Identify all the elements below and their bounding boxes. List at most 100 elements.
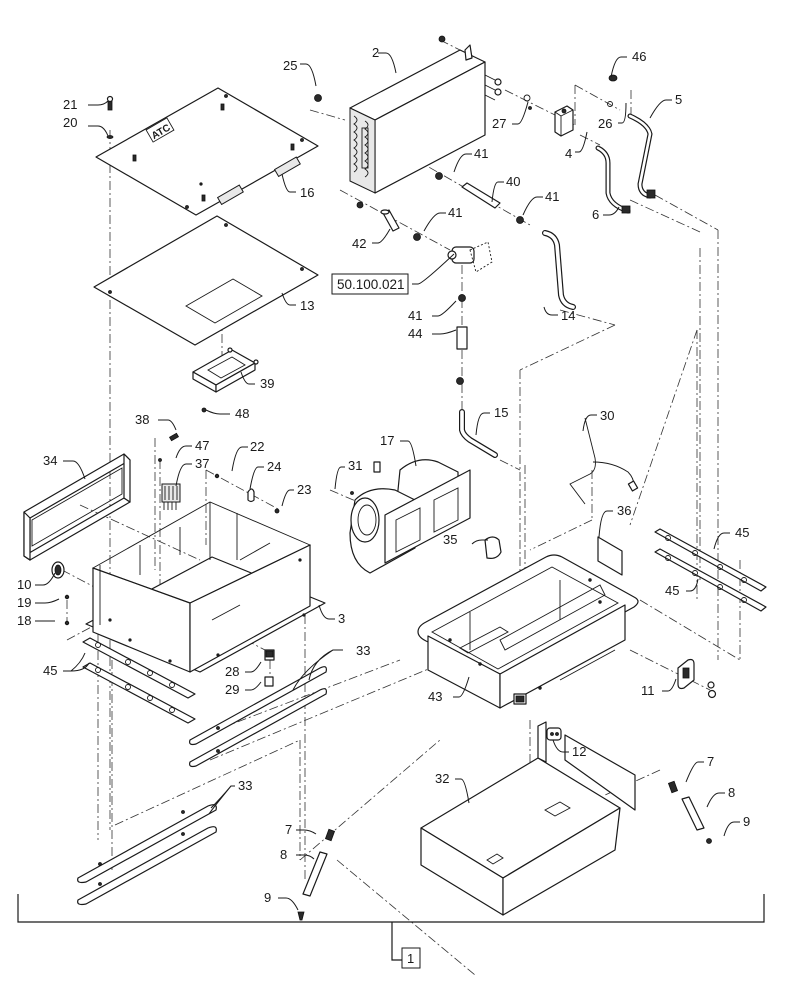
part-30-sensor-harness[interactable] — [569, 417, 639, 505]
callout-9b: 9 — [743, 814, 750, 829]
part-41-clamp-e[interactable] — [456, 377, 464, 385]
callout-9a: 9 — [264, 890, 271, 905]
centerline-25 — [309, 109, 346, 121]
part-35-cap[interactable] — [484, 536, 502, 559]
part-41-clamp-a[interactable] — [435, 172, 443, 180]
part-37-resistor[interactable] — [161, 483, 181, 510]
part-41-clamp-c[interactable] — [413, 233, 421, 241]
part-9-drain-valve-left[interactable] — [297, 911, 305, 921]
centerline-top — [439, 39, 471, 56]
part-29-relay[interactable] — [264, 676, 274, 687]
callout-44: 44 — [408, 326, 422, 341]
part-23-nut[interactable] — [274, 508, 280, 514]
atc-label-frame — [145, 117, 175, 143]
part-8-drain-tube-right[interactable] — [681, 796, 705, 831]
part-48-screw[interactable] — [201, 407, 207, 413]
part-45-seal-strip-right-a[interactable] — [654, 528, 767, 592]
part-40-hose[interactable] — [461, 182, 501, 209]
part-26-oring[interactable] — [607, 101, 613, 107]
callout-37: 37 — [195, 456, 209, 471]
assembly-item-1[interactable]: 1 — [401, 947, 421, 969]
part-water-valve[interactable] — [447, 241, 493, 273]
callout-15: 15 — [494, 405, 508, 420]
centerline-18-b — [66, 624, 96, 641]
callout-3: 3 — [338, 611, 345, 626]
part-33-seal-strip-a[interactable] — [189, 666, 327, 746]
part-19-screw[interactable] — [64, 594, 70, 600]
part-clamp-42-left[interactable] — [356, 201, 364, 209]
callout-39: 39 — [260, 376, 274, 391]
centerline-26 — [574, 84, 621, 111]
part-36-insulation-pad[interactable] — [597, 536, 623, 576]
part-20-washer[interactable] — [106, 135, 114, 139]
part-43-lower-housing[interactable] — [417, 554, 639, 709]
part-25-clip[interactable] — [314, 94, 322, 102]
callout-30: 30 — [600, 408, 614, 423]
part-42-hose[interactable] — [380, 209, 400, 232]
part-34-filter[interactable] — [23, 453, 131, 561]
callout-6: 6 — [592, 207, 599, 222]
part-8-drain-tube-left[interactable] — [302, 851, 328, 897]
part-16-cover[interactable]: ATC — [95, 87, 319, 216]
callout-45a: 45 — [43, 663, 57, 678]
part-21-screw[interactable] — [106, 95, 114, 111]
part-5-refrigerant-line[interactable] — [627, 113, 656, 199]
part-31-screw[interactable] — [350, 491, 354, 495]
part-38-sensor[interactable] — [168, 432, 180, 442]
callout-41b: 41 — [545, 189, 559, 204]
callout-22: 22 — [250, 439, 264, 454]
part-9-drain-valve-right[interactable] — [706, 838, 712, 844]
callout-34: 34 — [43, 453, 57, 468]
callout-7a: 7 — [285, 822, 292, 837]
callout-11: 11 — [641, 683, 655, 698]
part-3-upper-housing[interactable] — [85, 501, 326, 673]
part-45-seal-strip-right-b[interactable] — [654, 548, 767, 612]
part-27-oring[interactable] — [523, 94, 532, 110]
part-7-fitting-right[interactable] — [667, 780, 679, 794]
part-17-blower[interactable] — [349, 459, 471, 574]
part-13-gasket[interactable] — [93, 215, 319, 346]
part-4-expansion-valve[interactable] — [554, 105, 574, 137]
callout-13: 13 — [300, 298, 314, 313]
callout-17: 17 — [380, 433, 394, 448]
part-22-screw[interactable] — [214, 473, 220, 479]
callout-8a: 8 — [280, 847, 287, 862]
part-46-service-valve[interactable] — [608, 74, 618, 82]
part-33-seal-strip-b[interactable] — [189, 688, 327, 768]
part-evap-top-fitting[interactable] — [438, 35, 446, 43]
centerline-pan — [336, 859, 476, 976]
callout-26: 26 — [598, 116, 612, 131]
reference-50-100-021[interactable]: 50.100.021 — [331, 273, 409, 295]
part-7-fitting-left[interactable] — [324, 828, 336, 842]
centerline-33-upper-b — [209, 659, 451, 761]
part-33-seal-strip-d[interactable] — [77, 826, 217, 906]
callout-48: 48 — [235, 406, 249, 421]
callout-41c: 41 — [448, 205, 462, 220]
part-6-refrigerant-line[interactable] — [595, 145, 631, 214]
part-11-bracket[interactable] — [677, 658, 717, 699]
part-12-connector-plug[interactable] — [546, 727, 562, 741]
part-39-control-module[interactable] — [192, 347, 259, 393]
centerline-22-24 — [205, 469, 281, 511]
part-44-hose[interactable] — [456, 326, 468, 350]
part-45-seal-strip-left-a[interactable] — [82, 637, 196, 699]
part-14-heater-hose[interactable] — [542, 230, 576, 310]
callout-5: 5 — [675, 92, 682, 107]
part-33-seal-strip-c[interactable] — [77, 804, 217, 884]
callout-33b: 33 — [238, 778, 252, 793]
callout-14: 14 — [561, 308, 575, 323]
part-41-clamp-b[interactable] — [516, 216, 524, 224]
callout-24: 24 — [267, 459, 281, 474]
part-2-evaporator[interactable] — [349, 44, 502, 194]
part-32-drain-pan[interactable] — [420, 721, 636, 916]
part-18-washer[interactable] — [64, 620, 70, 626]
part-24-clip[interactable] — [247, 488, 255, 503]
part-15-heater-hose[interactable] — [459, 409, 498, 458]
centerline-evap-40 — [384, 141, 531, 226]
part-41-clamp-d[interactable] — [458, 294, 466, 302]
callout-46: 46 — [632, 49, 646, 64]
callout-2: 2 — [372, 45, 379, 60]
part-47-screw[interactable] — [158, 458, 162, 462]
part-28-relay[interactable] — [264, 649, 275, 661]
